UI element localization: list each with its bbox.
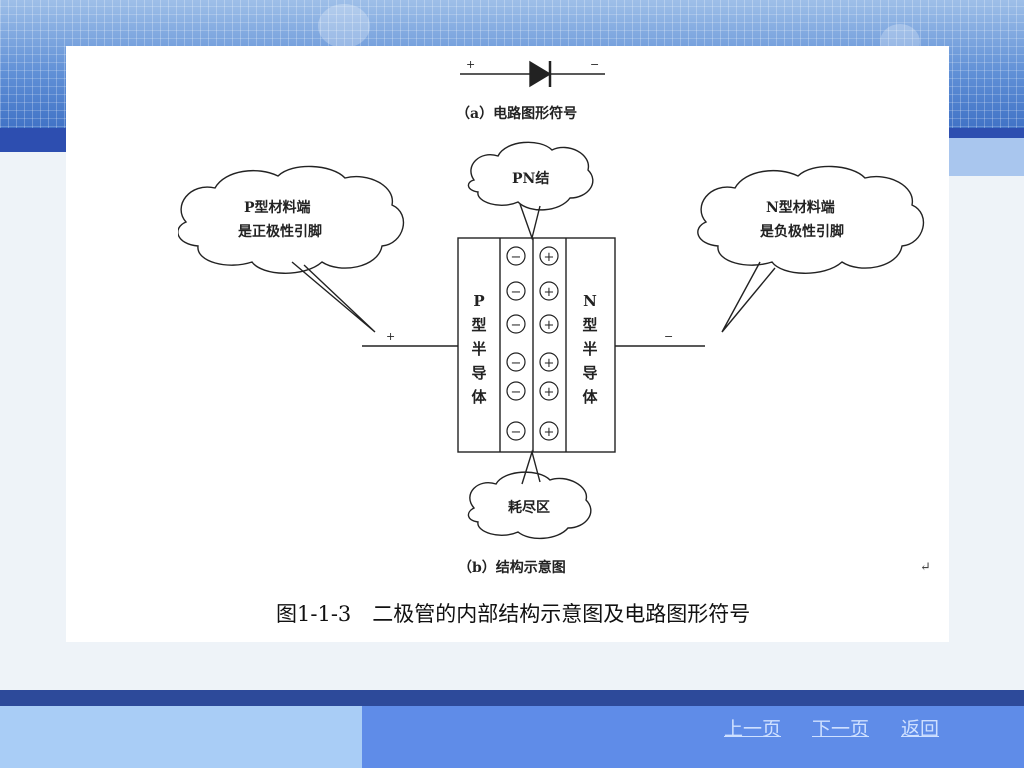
figure-caption: 图1-1-3 二极管的内部结构示意图及电路图形符号 (276, 602, 751, 626)
positive-ion-icon (539, 421, 559, 441)
positive-ion-sign: + (544, 425, 555, 440)
negative-ion-icon (506, 281, 526, 301)
p-char: P (473, 292, 484, 310)
negative-ion-icon (506, 246, 526, 266)
return-mark: ↵ (920, 560, 931, 575)
semiconductor-block (457, 237, 616, 453)
n-char: 型 (582, 316, 597, 334)
footer-right (362, 706, 1024, 768)
p-char: 体 (471, 388, 487, 406)
cloud-depletion (467, 471, 592, 539)
lead-minus: − (664, 330, 673, 343)
next-page-link[interactable]: 下一页 (812, 718, 870, 740)
cloud-p (178, 165, 405, 274)
p-char: 半 (471, 340, 486, 358)
symbol-plus: + (466, 58, 475, 71)
content-card (66, 46, 949, 642)
cloud-depletion-text: 耗尽区 (508, 499, 550, 516)
footer-left (0, 706, 362, 768)
label-a: （a）电路图形符号 (456, 105, 577, 122)
header-accent (948, 138, 1024, 176)
negative-ion-sign: − (511, 425, 522, 440)
negative-ion-sign: − (511, 250, 522, 265)
back-link[interactable]: 返回 (901, 718, 940, 740)
label-b: （b）结构示意图 (458, 559, 566, 576)
cloud-p-text-1: P型材料端 (244, 199, 311, 216)
negative-ion-icon (506, 352, 526, 372)
n-char: 导 (582, 364, 597, 382)
n-char: 体 (582, 388, 598, 406)
p-char: 导 (471, 364, 486, 382)
footer-strip (0, 690, 1024, 706)
cloud-pn-text: PN结 (512, 170, 549, 187)
positive-ion-sign: + (544, 285, 555, 300)
cloud-n (697, 165, 925, 274)
positive-ion-icon (539, 352, 559, 372)
prev-page-link[interactable]: 上一页 (724, 718, 782, 740)
positive-ion-sign: + (544, 318, 555, 333)
positive-ion-icon (539, 281, 559, 301)
negative-ion-icon (506, 381, 526, 401)
positive-ion-icon (539, 246, 559, 266)
cloud-pn (467, 141, 594, 211)
p-char: 型 (471, 316, 486, 334)
negative-ion-icon (506, 314, 526, 334)
lead-plus: + (386, 330, 395, 343)
play-orb-icon (318, 4, 370, 48)
negative-ion-sign: − (511, 385, 522, 400)
cloud-n-text-1: N型材料端 (766, 199, 835, 216)
diode-triangle-icon (529, 60, 552, 88)
positive-ion-icon (539, 314, 559, 334)
positive-ion-sign: + (544, 250, 555, 265)
negative-ion-sign: − (511, 285, 522, 300)
n-char: N (583, 292, 597, 310)
negative-ion-icon (506, 421, 526, 441)
positive-ion-sign: + (544, 385, 555, 400)
positive-ion-sign: + (544, 356, 555, 371)
n-char: 半 (582, 340, 597, 358)
cloud-p-text-2: 是正极性引脚 (238, 223, 322, 240)
diode-diagram: + − （a）电路图形符号 PN结 P型材料端 是正极性引脚 N型材料端 是负极… (178, 58, 925, 576)
negative-ion-sign: − (511, 356, 522, 371)
negative-ion-sign: − (511, 318, 522, 333)
symbol-minus: − (590, 58, 599, 71)
positive-ion-icon (539, 381, 559, 401)
cloud-n-text-2: 是负极性引脚 (760, 223, 844, 240)
